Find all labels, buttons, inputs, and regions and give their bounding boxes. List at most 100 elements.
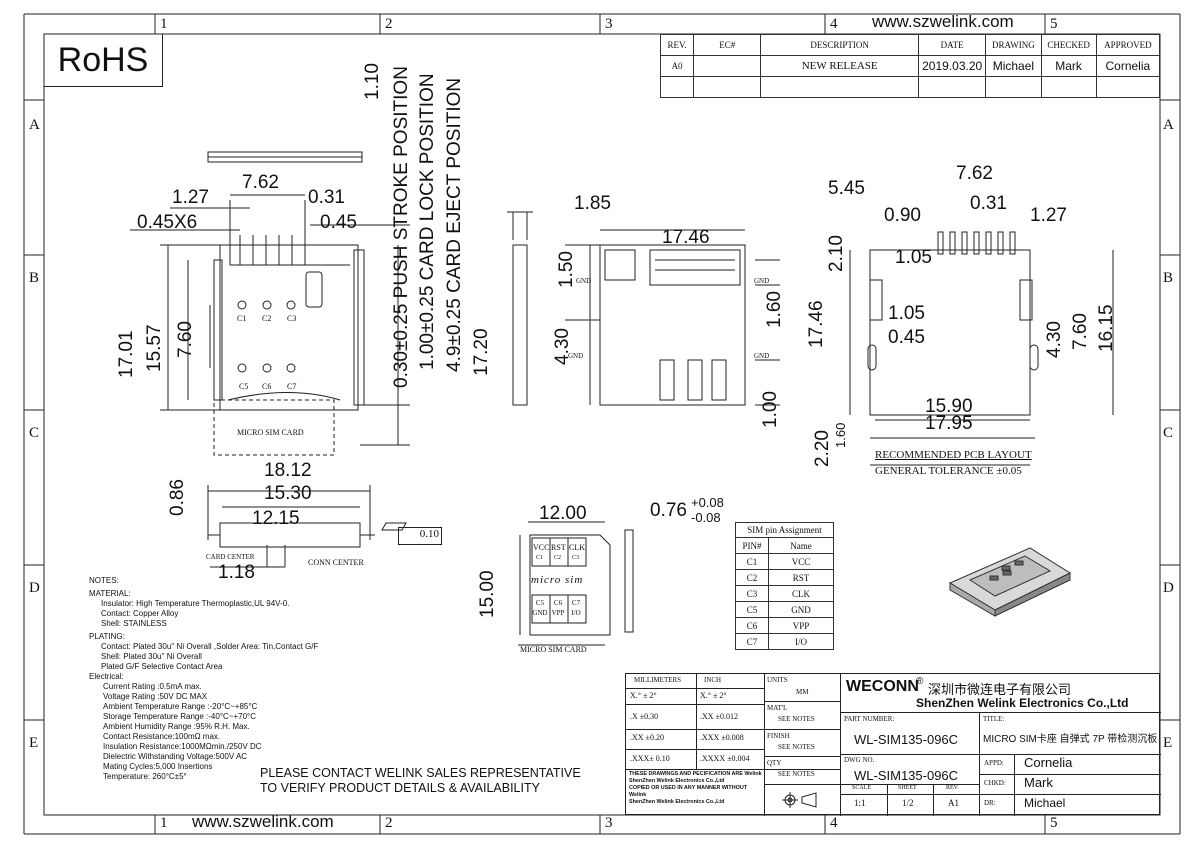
material-title: MATERIAL:: [89, 589, 131, 598]
dim-7-60-left: 7.60: [175, 321, 196, 358]
dim-16-15: 16.15: [1096, 304, 1117, 352]
matl-label: MAT'L: [767, 704, 788, 712]
note-line: Current Rating :0.5mA max.: [103, 682, 202, 691]
general-tolerance: GENERAL TOLERANCE ±0.05: [875, 465, 1022, 477]
pin-table-header-pin: PIN#: [735, 537, 769, 554]
rev-label: REV.: [946, 785, 959, 791]
rev-value: A1: [948, 798, 959, 808]
website-url-bottom[interactable]: www.szwelink.com: [192, 812, 334, 831]
dim-15-57: 15.57: [144, 324, 165, 372]
sim-tol-minus: -0.08: [691, 510, 721, 525]
micro-sim-card-label-left: MICRO SIM CARD: [237, 428, 304, 437]
note-line: Contact: Copper Alloy: [101, 609, 179, 618]
center-view-drawing: [507, 211, 780, 406]
electrical-title: Electrical:: [89, 672, 124, 681]
grid-row-e-right: E: [1163, 735, 1173, 751]
rev-header-drawing: DRAWING: [985, 34, 1042, 56]
dim-2-20: 2.20: [812, 430, 833, 467]
revision-table: REV. EC# DESCRIPTION DATE DRAWING CHECKE…: [659, 34, 1161, 98]
company-name-en: ShenZhen Welink Electronics Co.,Ltd: [916, 696, 1129, 710]
units-value: MM: [796, 688, 809, 696]
part-number-label: PART NUMBER:: [844, 715, 895, 723]
grid-col-4: 4: [830, 16, 838, 32]
grid-row-c: C: [29, 425, 40, 441]
gnd-label-2: GND: [754, 277, 770, 285]
note-line: Shell: Plated 30u'' Ni Overall: [101, 652, 202, 661]
note-line: Insulator: High Temperature Thermoplasti…: [101, 599, 290, 608]
scale-label: SCALE: [852, 785, 872, 791]
dim-15-90: 15.90: [925, 396, 973, 417]
rev-header-description: DESCRIPTION: [760, 34, 919, 56]
rev-cell-checked: Mark: [1040, 55, 1097, 77]
pin-table-title: SIM pin Assignment: [735, 522, 834, 538]
push-stroke-label: 0.30±0.25 PUSH STROKE POSITION: [391, 66, 412, 388]
registered-mark: ®: [916, 676, 924, 687]
dim-18-12: 18.12: [264, 460, 312, 481]
rev-cell-description: NEW RELEASE: [760, 55, 919, 77]
contact-message-line: PLEASE CONTACT WELINK SALES REPRESENTATI…: [260, 766, 581, 780]
grid-row-e: E: [29, 735, 39, 751]
pcb-layout-drawing: [849, 231, 1114, 466]
tol-inch: .XXXX ±0.004: [700, 754, 750, 763]
dim-12-15: 12.15: [252, 508, 300, 529]
dim-1-85: 1.85: [574, 193, 611, 214]
sheet-label: SHEET: [898, 785, 917, 791]
dim-1-50: 1.50: [556, 251, 577, 288]
rev-header-checked: CHECKED: [1040, 34, 1097, 56]
rev-header-approved: APPROVED: [1095, 34, 1161, 56]
projection-symbol-icon: [782, 792, 817, 808]
grid-row-b: B: [29, 270, 40, 286]
note-line: Voltage Rating :50V DC MAX: [103, 692, 208, 701]
grid-col-1-bottom: 1: [160, 815, 168, 831]
sim-height-dim: 15.00: [477, 570, 498, 618]
top-view-drawing: [130, 151, 410, 456]
dim-1-27-pcb: 1.27: [1030, 205, 1067, 226]
rev-cell-date: 2019.03.20: [917, 55, 987, 77]
dim-2-10: 2.10: [826, 235, 847, 272]
dim-1-00: 1.00: [760, 391, 781, 428]
sim-tol-plus: +0.08: [691, 495, 724, 510]
dim-7-62-left: 7.62: [242, 172, 279, 193]
chkd-value: Mark: [1024, 775, 1053, 790]
dim-17-95: 17.95: [925, 413, 973, 434]
note-line: Ambient Humidity Range :95% R.H. Max.: [103, 722, 250, 731]
sim-contact-c2: C2: [554, 555, 562, 561]
tol-mm: .XX ±0.20: [630, 733, 664, 742]
grid-col-3: 3: [605, 16, 613, 32]
appd-label: APPD:: [984, 759, 1004, 767]
website-url-top[interactable]: www.szwelink.com: [872, 12, 1014, 31]
dim-0-31-left: 0.31: [308, 187, 345, 208]
dr-value: Michael: [1024, 796, 1066, 810]
finish-label: FINISH: [767, 732, 790, 740]
pin-table-header-name: Name: [768, 537, 834, 554]
inch-header: INCH: [704, 676, 722, 684]
finish-see-notes: SEE NOTES: [778, 743, 815, 751]
conn-center-label: CONN CENTER: [308, 558, 364, 567]
rev-header-rev: REV.: [659, 34, 695, 56]
disclaimer-line: ShenZhen Welink Electronics Co.,Ltd: [629, 799, 725, 805]
dim-7-60-pcb: 7.60: [1070, 313, 1091, 350]
contact-message: PLEASE CONTACT WELINK SALES REPRESENTATI…: [260, 766, 581, 796]
pin-row-pin: C7: [735, 633, 769, 650]
sim-contact-vcc: VCC: [533, 543, 550, 552]
pin-row-name: VPP: [768, 617, 834, 634]
pin-label-c1: C1: [237, 314, 247, 323]
grid-row-d-right: D: [1163, 580, 1174, 596]
note-line: Temperature: 260°C±5°: [103, 772, 187, 781]
scale-value: 1:1: [854, 798, 866, 808]
dim-1-18: 1.18: [218, 562, 255, 583]
dim-17-46-center: 17.46: [662, 227, 710, 248]
dim-1-10: 1.10: [362, 63, 383, 100]
sim-contact-c7: C7 I/O: [571, 599, 581, 617]
rev-cell-rev: A0: [659, 55, 695, 77]
pcb-layout-title: RECOMMENDED PCB LAYOUT: [875, 449, 1032, 461]
sim-micro-text: micro sim: [531, 574, 584, 586]
chkd-label: CHKD:: [984, 779, 1006, 787]
pin-row-pin: C1: [735, 553, 769, 570]
dim-0-45-pcb: 0.45: [888, 327, 925, 348]
drawing-title: MICRO SIM卡座 自弹式 7P 带检测沉板: [983, 734, 1158, 745]
connector-3d-view: [948, 547, 1072, 617]
rev-cell-ec: [693, 55, 762, 77]
pin-label-c5: C5: [239, 382, 249, 391]
card-center-label: CARD CENTER: [206, 553, 255, 561]
